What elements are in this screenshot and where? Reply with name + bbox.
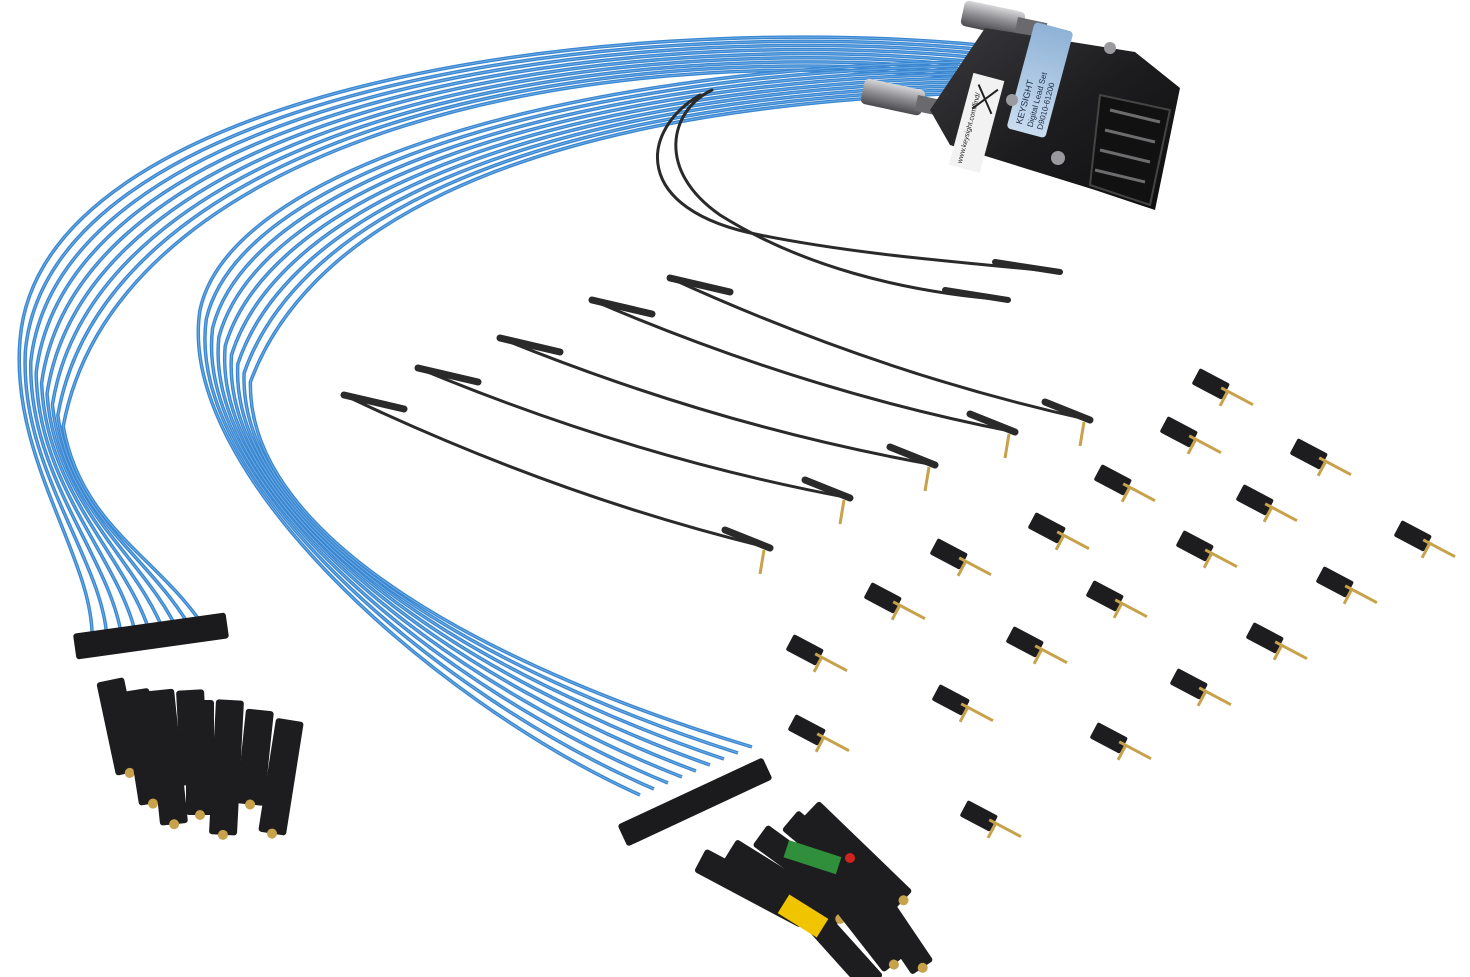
adapter-set bbox=[786, 368, 1456, 839]
grabber-clip bbox=[840, 853, 933, 974]
grabber-clip bbox=[209, 699, 244, 840]
right-angle-adapter bbox=[1006, 626, 1068, 665]
right-angle-adapter bbox=[1170, 668, 1232, 707]
lead-wire bbox=[248, 92, 945, 749]
lead-wire bbox=[209, 68, 957, 785]
right-angle-adapter bbox=[1086, 580, 1148, 619]
lead-header-left bbox=[73, 612, 229, 660]
right-angle-adapter bbox=[1094, 464, 1156, 503]
grabber-clips-right bbox=[694, 801, 933, 977]
pod-label-tag: KEYSIGHT Digital Lead Set D9010-61200 bbox=[1007, 22, 1073, 138]
right-angle-adapter bbox=[932, 684, 994, 723]
right-angle-adapter bbox=[1160, 416, 1222, 455]
right-angle-adapter bbox=[930, 538, 992, 577]
flying-lead-bundle-left bbox=[17, 35, 981, 641]
right-angle-adapter bbox=[786, 634, 848, 673]
grabber-clip bbox=[146, 688, 188, 830]
grabber-clip bbox=[258, 718, 304, 839]
flying-lead-bundle-right bbox=[196, 60, 961, 797]
right-angle-adapter bbox=[1236, 484, 1298, 523]
grabber-clip bbox=[810, 863, 903, 972]
pod-ground-leads bbox=[656, 88, 1063, 303]
right-angle-adapter bbox=[1176, 530, 1238, 569]
green-marker bbox=[783, 840, 842, 875]
right-angle-adapter bbox=[1090, 722, 1152, 761]
ground-lead bbox=[414, 364, 854, 525]
grabber-clip bbox=[186, 700, 214, 820]
ground-lead bbox=[666, 274, 1094, 447]
right-angle-adapter bbox=[1316, 566, 1378, 605]
ground-lead bbox=[496, 334, 939, 492]
right-angle-adapter bbox=[1394, 520, 1456, 559]
ground-lead bbox=[588, 296, 1019, 459]
yellow-marker bbox=[777, 894, 829, 938]
ground-lead bbox=[340, 391, 774, 575]
lead-wire bbox=[236, 84, 949, 761]
right-angle-adapter bbox=[1290, 438, 1352, 477]
right-angle-adapter bbox=[788, 714, 850, 753]
lead-wire bbox=[45, 56, 966, 641]
red-marker bbox=[845, 853, 855, 863]
grabber-clip bbox=[802, 801, 912, 909]
right-angle-adapter bbox=[1192, 368, 1254, 407]
lead-wire bbox=[29, 43, 975, 641]
grabber-clip bbox=[236, 708, 274, 810]
probe-pod-connector: KEYSIGHT Digital Lead Set D9010-61200 ww… bbox=[860, 0, 1180, 210]
right-angle-adapter bbox=[864, 582, 926, 621]
right-angle-adapter bbox=[1246, 622, 1308, 661]
right-angle-adapter bbox=[1028, 512, 1090, 551]
grabber-clips-left bbox=[96, 677, 304, 840]
lead-header-right bbox=[618, 758, 772, 846]
ground-lead-set bbox=[340, 274, 1094, 575]
lead-wire bbox=[216, 72, 955, 779]
right-angle-adapter bbox=[960, 800, 1022, 839]
lead-wire bbox=[56, 64, 960, 641]
